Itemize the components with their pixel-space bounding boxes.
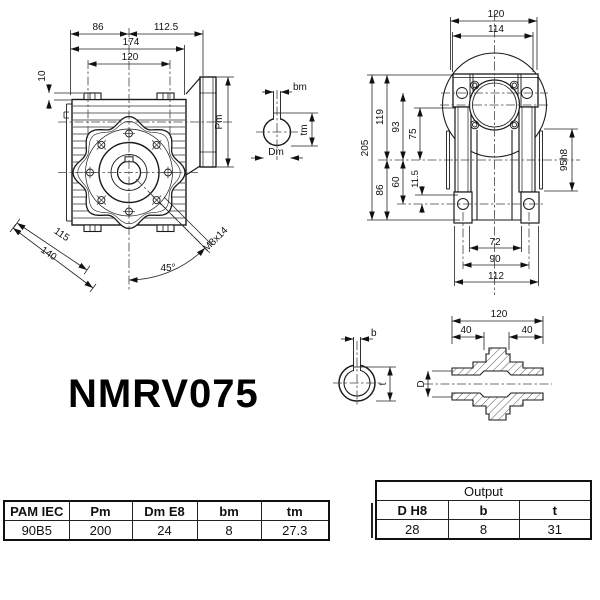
dim-205: 205 (360, 139, 371, 156)
dim-tm: tm (299, 124, 310, 135)
dim-t: t (378, 382, 389, 385)
dim-45deg: 45° (160, 263, 175, 274)
dim-10: 10 (37, 70, 48, 82)
dim-120-shaft: 120 (491, 309, 508, 320)
dim-115: 115 (52, 226, 72, 244)
side-dimensions (367, 17, 578, 286)
val-dm-e8: 24 (131, 520, 198, 541)
input-shaft-section: bm tm Dm (251, 82, 318, 161)
col-bm: bm (196, 500, 262, 521)
dim-114: 114 (488, 24, 504, 35)
col-tm: tm (260, 500, 330, 521)
dim-40-right: 40 (521, 325, 533, 336)
dim-174: 174 (123, 37, 140, 48)
dim-72: 72 (489, 237, 501, 248)
dim-d-bore: D (416, 380, 427, 387)
val-pam-iec: 90B5 (3, 520, 70, 541)
table-row: 28 8 31 (375, 519, 592, 540)
shaft-wall-bottom (451, 392, 544, 421)
dim-95h8: 95h8 (559, 148, 570, 171)
dim-11-5: 11.5 (410, 170, 421, 188)
dim-90: 90 (489, 254, 501, 265)
dim-120-front: 120 (122, 52, 139, 63)
shaft-wall-top (451, 347, 544, 376)
dim-120-side: 120 (488, 9, 505, 20)
dim-b: b (371, 328, 377, 339)
motor-flange (185, 76, 217, 176)
col-dm-e8: Dm E8 (131, 500, 198, 521)
output-dimensions-table: Output D H8 b t 28 8 31 (375, 480, 593, 540)
dim-119: 119 (375, 109, 386, 125)
dim-pm: Pm (214, 115, 225, 130)
val-d-h8: 28 (375, 519, 449, 540)
dim-86-side: 86 (375, 184, 386, 196)
output-bore-section: b t (333, 328, 396, 407)
val-t: 31 (518, 519, 592, 540)
output-shaft-section: 120 40 40 D (416, 309, 552, 421)
side-view: 120 114 205 119 93 75 86 60 11.5 95h8 72… (360, 9, 580, 295)
dim-bm: bm (293, 82, 307, 93)
output-title-row: Output (375, 480, 592, 501)
dim-112: 112 (488, 271, 504, 282)
col-pam-iec: PAM IEC (3, 500, 70, 521)
dim-dm: Dm (268, 147, 284, 158)
centerlines-side (378, 12, 580, 295)
table-header-row: D H8 b t (375, 500, 592, 520)
val-bm: 8 (196, 520, 262, 541)
dim-40-left: 40 (460, 325, 472, 336)
dim-112-5: 112.5 (154, 22, 179, 33)
dim-86: 86 (92, 22, 104, 33)
val-pm: 200 (68, 520, 133, 541)
dim-93: 93 (391, 121, 402, 133)
table-row: 90B5 200 24 8 27.3 (3, 520, 330, 541)
val-tm: 27.3 (260, 520, 330, 541)
front-view: 86 112.5 174 120 10 Pm 115 140 45° M8x14 (9, 22, 234, 293)
dim-140: 140 (38, 245, 58, 264)
val-b: 8 (447, 519, 520, 540)
dim-60: 60 (391, 176, 402, 188)
col-pm: Pm (68, 500, 133, 521)
output-title-cell: Output (375, 480, 592, 501)
model-title: NMRV075 (68, 372, 259, 416)
dim-m8x14: M8x14 (201, 225, 230, 254)
col-d-h8: D H8 (375, 500, 449, 520)
col-t: t (518, 500, 592, 520)
col-b: b (447, 500, 520, 520)
dim-75: 75 (408, 128, 419, 140)
table-header-row: PAM IEC Pm Dm E8 bm tm (3, 500, 330, 521)
front-dimensions (9, 30, 234, 293)
table-fragment-line (371, 503, 373, 538)
pam-dimensions-table: PAM IEC Pm Dm E8 bm tm 90B5 200 24 8 27.… (3, 500, 330, 541)
